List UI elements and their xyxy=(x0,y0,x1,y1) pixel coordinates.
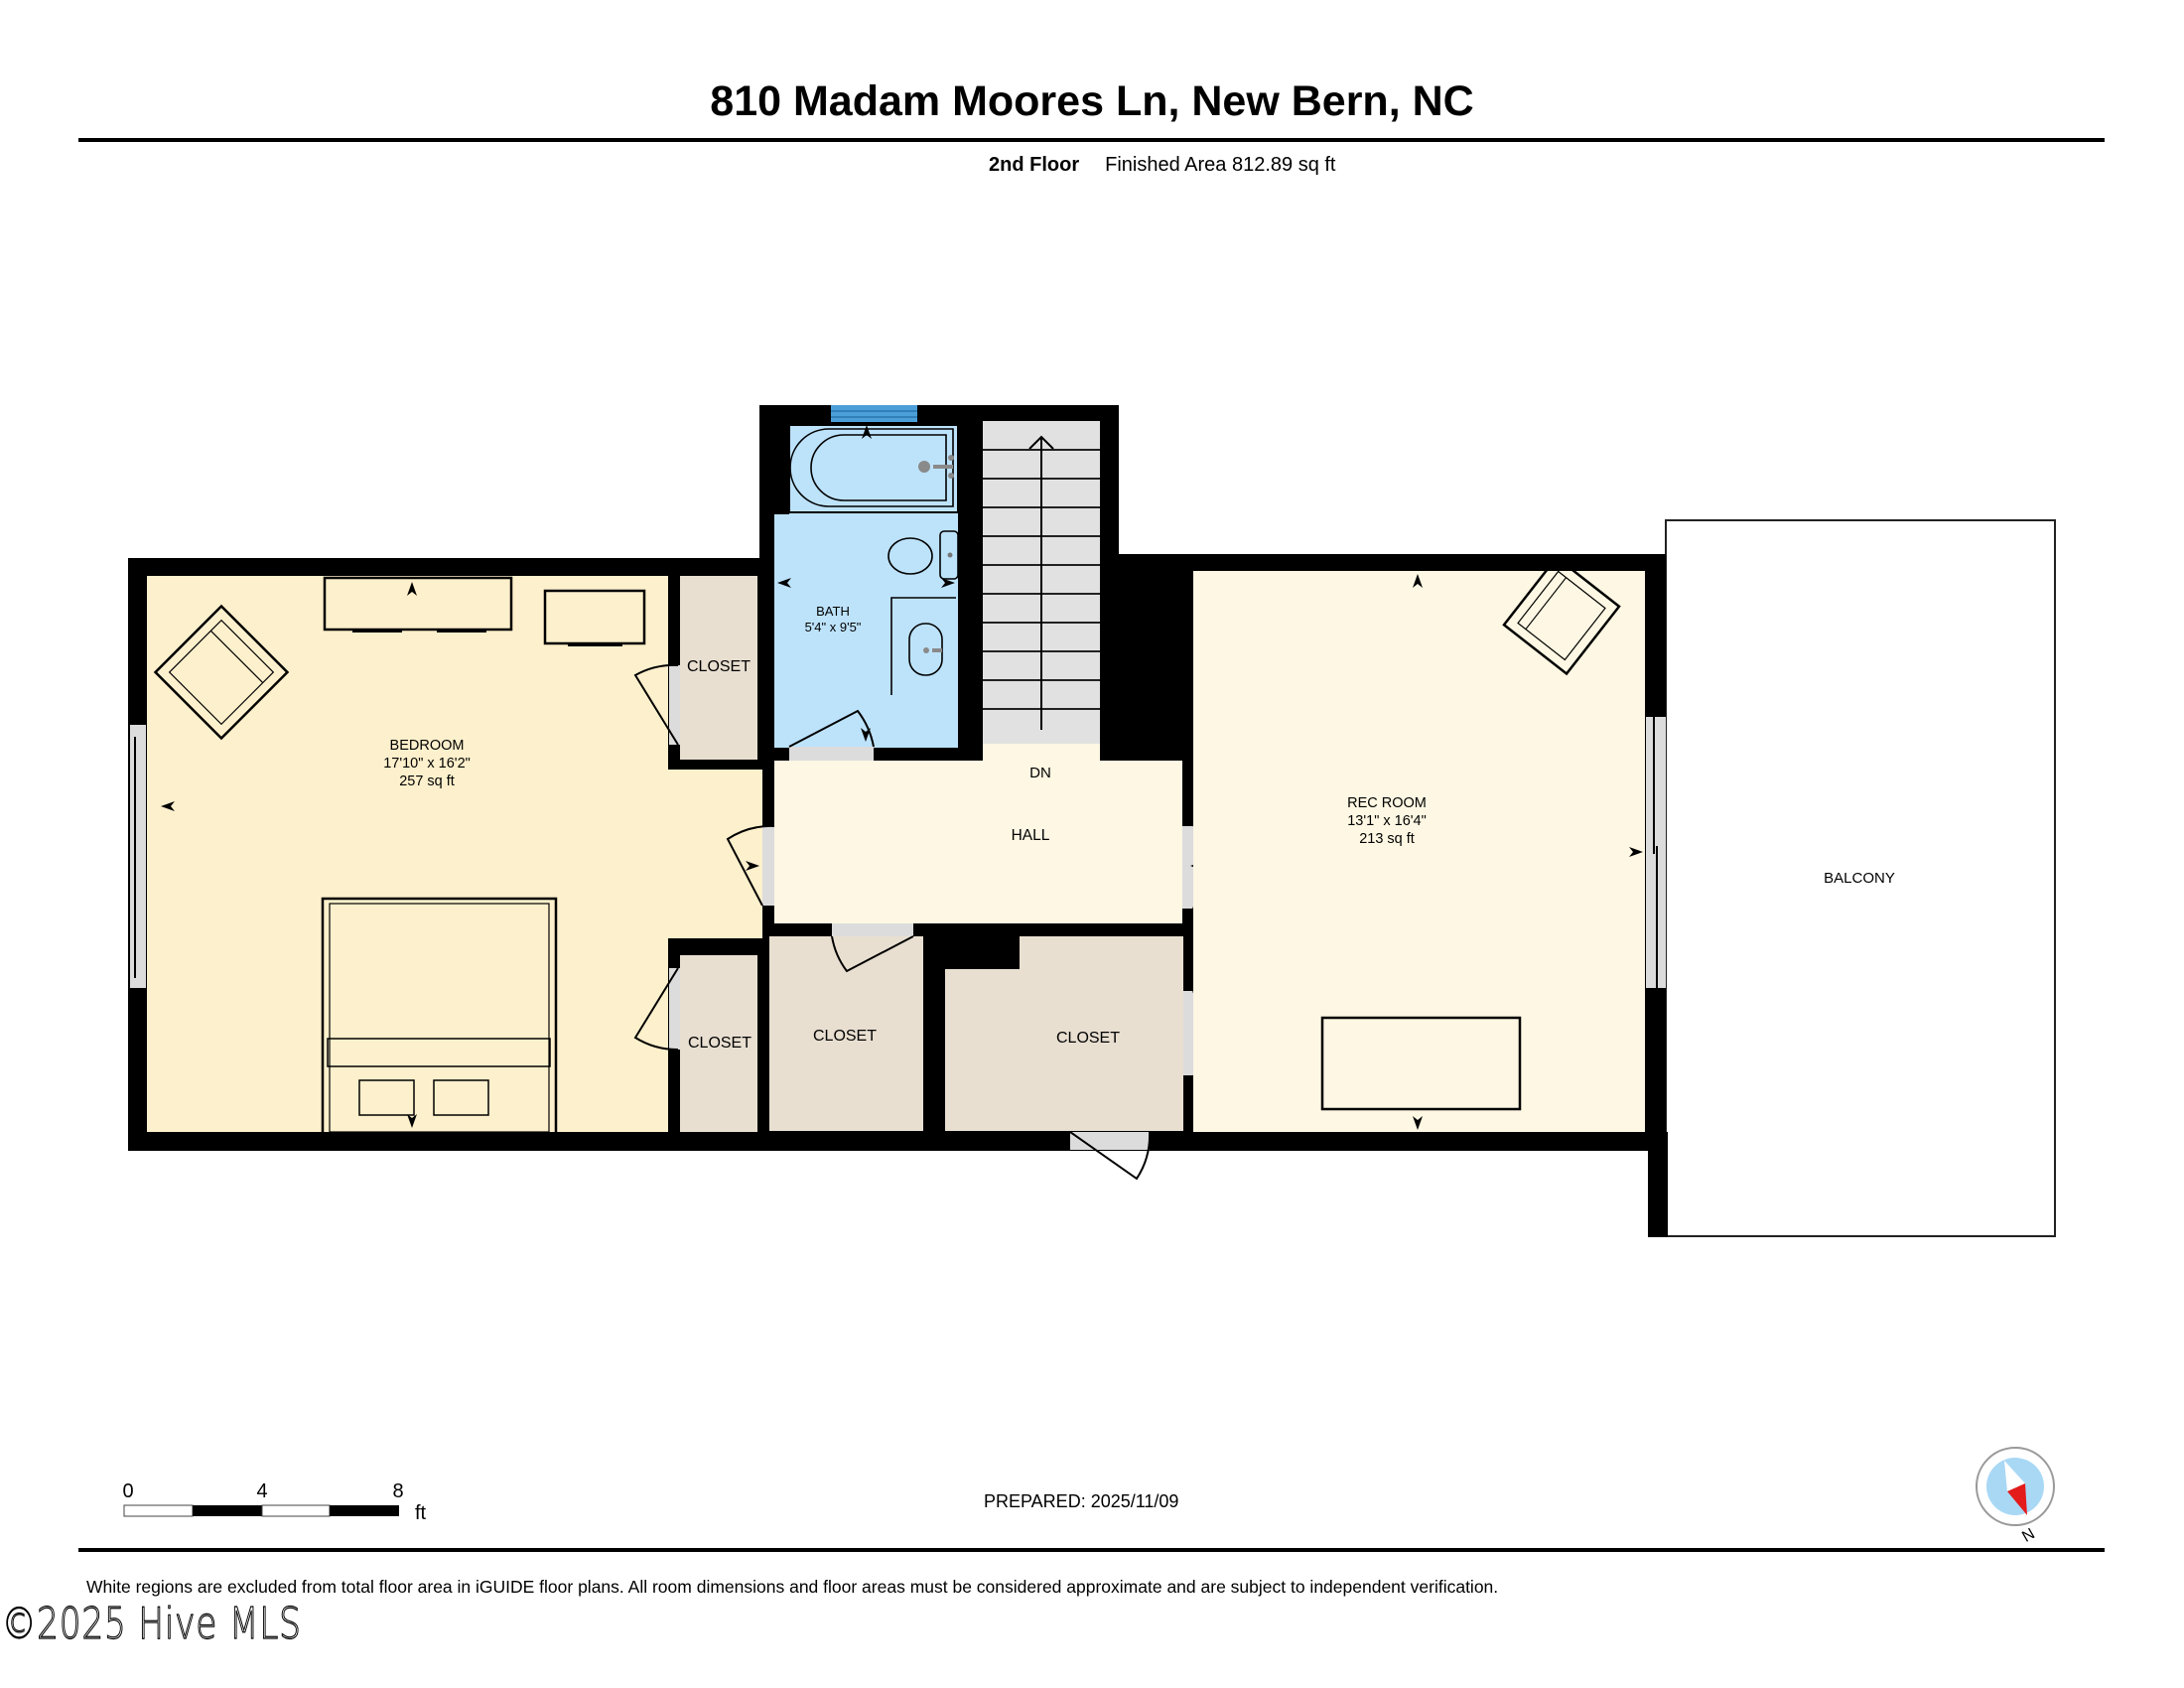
rec-room-area: 213 sq ft xyxy=(1359,831,1415,847)
rec-room-name: REC ROOM xyxy=(1347,795,1427,811)
page-title: 810 Madam Moores Ln, New Bern, NC xyxy=(710,77,1474,125)
bedroom-window xyxy=(130,725,146,988)
hall: DN HALL xyxy=(726,744,1233,923)
bath: BATH 5'4" x 9'5" xyxy=(774,405,959,761)
bedroom-dimensions: 17'10" x 16'2" xyxy=(383,756,471,772)
header-rule xyxy=(78,138,2105,142)
stairs xyxy=(983,421,1100,744)
bath-name: BATH xyxy=(816,604,850,619)
finished-area: Finished Area 812.89 sq ft xyxy=(1105,154,1336,176)
disclaimer: White regions are excluded from total fl… xyxy=(86,1577,1499,1597)
footer-rule xyxy=(78,1548,2105,1552)
armchair xyxy=(153,604,290,741)
bathtub xyxy=(788,424,959,513)
watermark: ©2025 Hive MLS xyxy=(2,1598,302,1649)
closet-bedroom-lower: CLOSET xyxy=(633,955,757,1132)
bedroom-area: 257 sq ft xyxy=(399,774,455,789)
prepared-date: PREPARED: 2025/11/09 xyxy=(984,1491,1179,1511)
closet-bedroom-upper: CLOSET xyxy=(633,576,757,760)
bedroom-name: BEDROOM xyxy=(390,738,465,754)
floor-label: 2nd Floor xyxy=(989,154,1080,176)
scale-label-4: 4 xyxy=(256,1480,267,1502)
rec-room-dimensions: 13'1" x 16'4" xyxy=(1347,813,1427,829)
closet-label: CLOSET xyxy=(1056,1030,1120,1047)
balcony xyxy=(1665,519,2056,1237)
balcony-name: BALCONY xyxy=(1824,870,1895,887)
vanity xyxy=(890,597,956,695)
scale-bar: 0 4 8 ft xyxy=(122,1480,426,1524)
bath-dimensions: 5'4" x 9'5" xyxy=(805,620,862,634)
stair-direction: DN xyxy=(1029,765,1051,781)
closet-label: CLOSET xyxy=(813,1028,877,1045)
table xyxy=(1320,1016,1522,1111)
closet-label: CLOSET xyxy=(687,658,751,675)
compass-icon xyxy=(1976,1447,2055,1526)
scale-label-8: 8 xyxy=(392,1480,403,1502)
bed xyxy=(321,897,558,1137)
bedroom: BEDROOM 17'10" x 16'2" 257 sq ft xyxy=(130,576,762,1137)
scale-unit: ft xyxy=(415,1502,427,1524)
toilet xyxy=(887,530,959,580)
floor-summary: 2nd Floor Finished Area 812.89 sq ft xyxy=(989,154,1335,177)
closet-hall: CLOSET xyxy=(769,923,923,1131)
hall-name: HALL xyxy=(1012,827,1050,844)
bath-window xyxy=(831,405,917,422)
closet-label: CLOSET xyxy=(688,1035,751,1052)
dresser xyxy=(323,576,513,632)
armchair xyxy=(1502,555,1621,676)
closet-large: CLOSET xyxy=(945,936,1231,1181)
scale-label-0: 0 xyxy=(122,1480,133,1502)
rec-room: REC ROOM 13'1" x 16'4" 213 sq ft xyxy=(1193,555,1666,1132)
